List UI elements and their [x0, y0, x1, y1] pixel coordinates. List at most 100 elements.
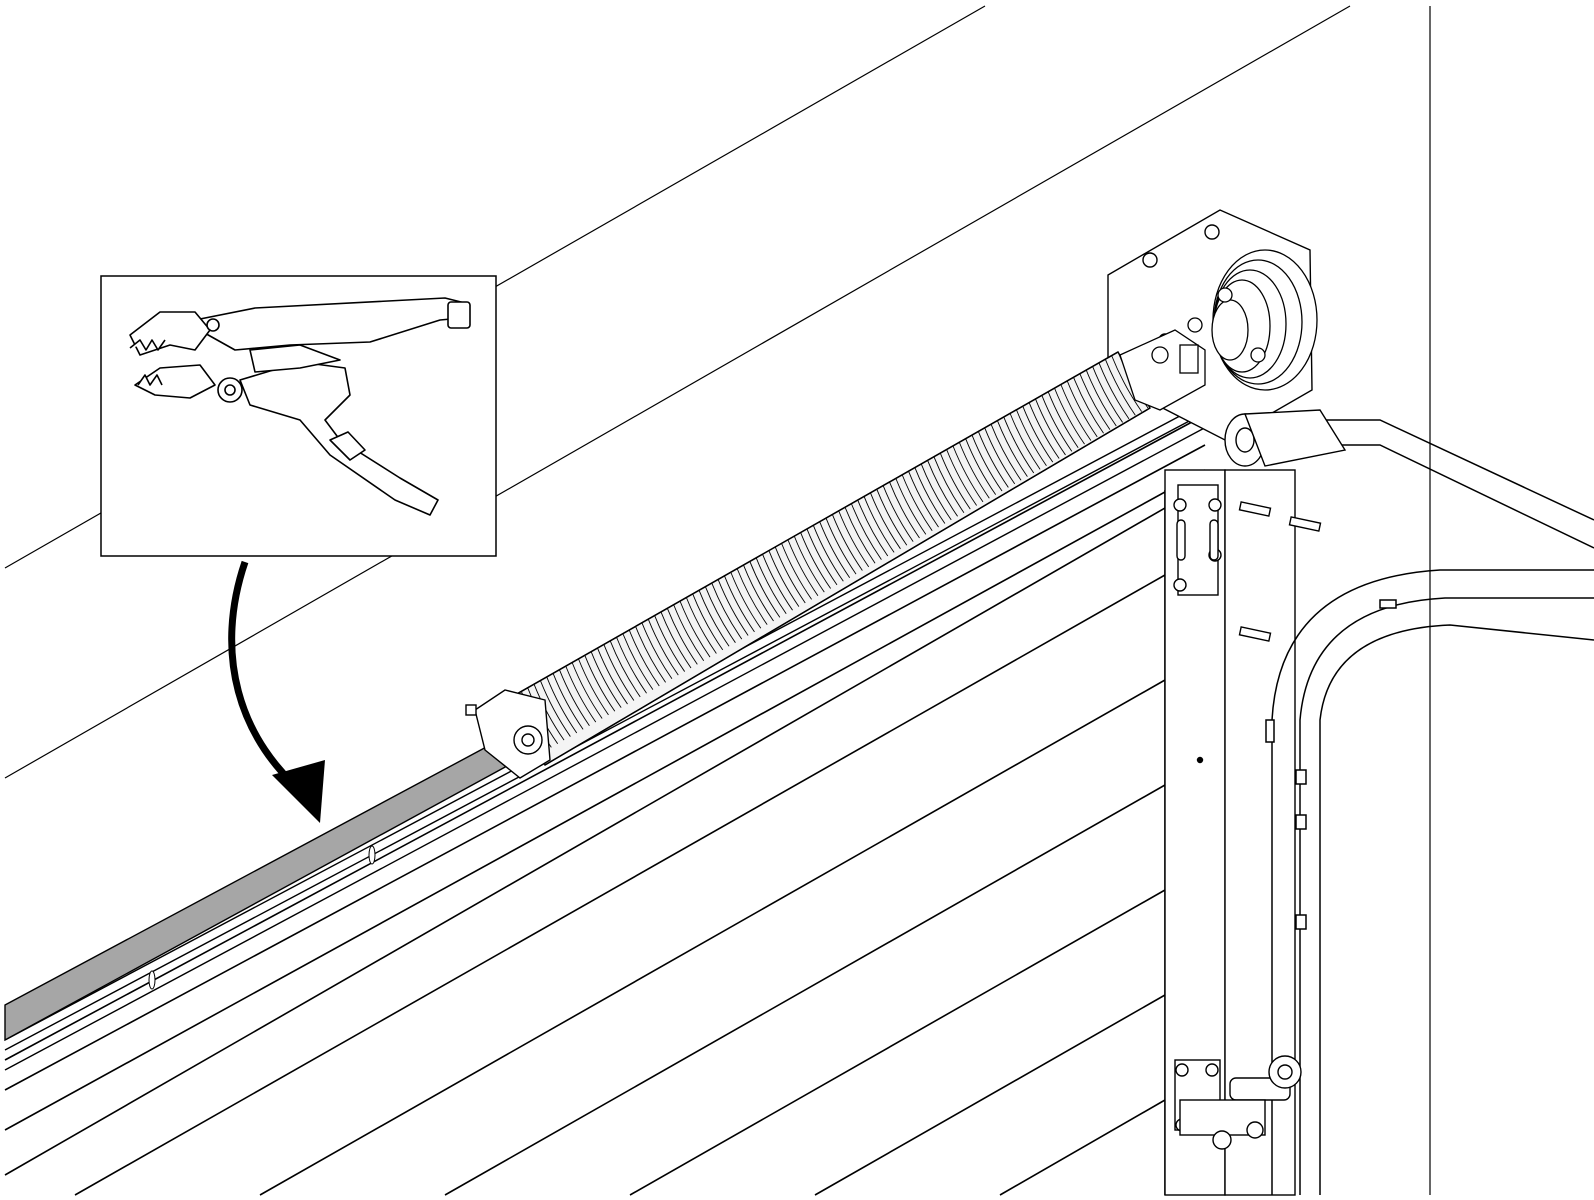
spring-coil	[641, 622, 673, 680]
spring-coil	[889, 481, 920, 539]
spring-coil	[1073, 377, 1104, 434]
spring-coil	[1003, 416, 1035, 474]
spring-coil	[590, 651, 622, 708]
spring-coil	[736, 568, 768, 625]
spring-coil	[876, 489, 908, 546]
spring-coil	[1047, 391, 1079, 448]
spring-coil	[844, 507, 876, 564]
spring-coil	[533, 684, 565, 741]
locking-pliers-icon	[129, 297, 471, 516]
spring-coil	[559, 669, 590, 726]
spring-coil	[584, 655, 616, 712]
spring-coil	[1035, 398, 1066, 456]
spring-coil	[622, 633, 654, 690]
spring-coil	[1111, 355, 1143, 412]
spring-coil	[895, 478, 927, 535]
spring-coil	[685, 597, 717, 654]
spring-coil	[781, 543, 812, 600]
spring-coil	[1060, 384, 1092, 441]
tool-inset	[100, 275, 497, 557]
spring-coil	[552, 673, 584, 730]
spring-coil	[768, 550, 800, 607]
spring-coil	[825, 517, 857, 575]
spring-coil	[724, 575, 755, 633]
spring-coil	[793, 535, 825, 593]
spring-coil	[831, 514, 863, 571]
winding-cone	[1119, 329, 1206, 411]
spring-coil	[1092, 366, 1123, 423]
spring-coil	[571, 662, 603, 719]
spring-coil	[857, 499, 889, 557]
spring-coil	[806, 528, 838, 586]
spring-coil	[971, 434, 1003, 492]
spring-coil	[1066, 380, 1098, 438]
spring-coil	[730, 572, 762, 629]
spring-coil	[939, 452, 971, 510]
spring-coil	[679, 600, 711, 658]
spring-coil	[546, 676, 578, 734]
spring-coil	[933, 456, 965, 513]
spring-coil	[755, 557, 787, 615]
callout-arrow	[228, 560, 325, 823]
spring-coil	[1104, 359, 1136, 416]
spring-coil	[762, 554, 793, 611]
spring-coil	[920, 463, 952, 521]
spring-coil	[628, 629, 660, 687]
spring-coil	[870, 492, 901, 550]
spring-coil	[984, 427, 1016, 485]
spring-coil	[1085, 369, 1117, 427]
spring-coil	[635, 626, 666, 683]
spring-coil	[749, 561, 781, 618]
spring-coil	[800, 532, 832, 589]
spring-coil	[597, 647, 628, 705]
spring-coil	[774, 546, 806, 604]
spring-coil	[616, 637, 647, 694]
spring-coil	[717, 579, 749, 636]
spring-coil	[977, 431, 1009, 488]
spring-coil	[838, 510, 870, 568]
spring-coil	[1016, 409, 1047, 467]
spring-coil	[908, 470, 939, 528]
top-roller	[1224, 409, 1347, 467]
spring-coil	[863, 496, 895, 553]
spring-coil	[673, 604, 705, 661]
spring-coil	[609, 640, 641, 698]
spring-coil	[1054, 387, 1085, 445]
bottom-roller-bracket	[1179, 1055, 1302, 1150]
spring-coil	[1079, 373, 1111, 430]
spring-coil	[1009, 413, 1041, 470]
spring-coil	[927, 460, 958, 517]
spring-coil	[1041, 395, 1073, 452]
spring-coil	[850, 503, 882, 560]
spring-coil	[654, 615, 686, 672]
spring-coil	[1028, 402, 1060, 459]
spring-coil	[698, 590, 730, 647]
spring-coil	[787, 539, 819, 597]
spring-coil	[743, 564, 774, 622]
cable-drum	[1187, 249, 1318, 391]
spring-coil	[666, 608, 698, 665]
spring-coil	[882, 485, 914, 542]
spring-coil	[578, 658, 609, 716]
curved-track	[1225, 419, 1594, 1195]
spring-coil	[952, 445, 984, 503]
spring-coil	[1022, 405, 1054, 463]
spring-coil	[946, 449, 977, 506]
spring-coil	[996, 420, 1028, 477]
spring-coil	[914, 467, 946, 524]
spring-coil	[812, 525, 844, 582]
spring-coil	[539, 680, 571, 737]
spring-anchor-bracket	[465, 689, 551, 779]
spring-coil	[565, 665, 597, 723]
spring-coil	[901, 474, 933, 532]
spring-coil	[647, 619, 679, 676]
spring-coil	[990, 424, 1022, 481]
spring-coil	[705, 586, 736, 643]
spring-coil	[711, 582, 743, 640]
spring-coil	[660, 611, 692, 669]
spring-coil	[1098, 362, 1130, 420]
spring-coil	[965, 438, 997, 495]
torsion-shaft	[4, 736, 519, 1042]
torsion-spring	[514, 351, 1151, 767]
